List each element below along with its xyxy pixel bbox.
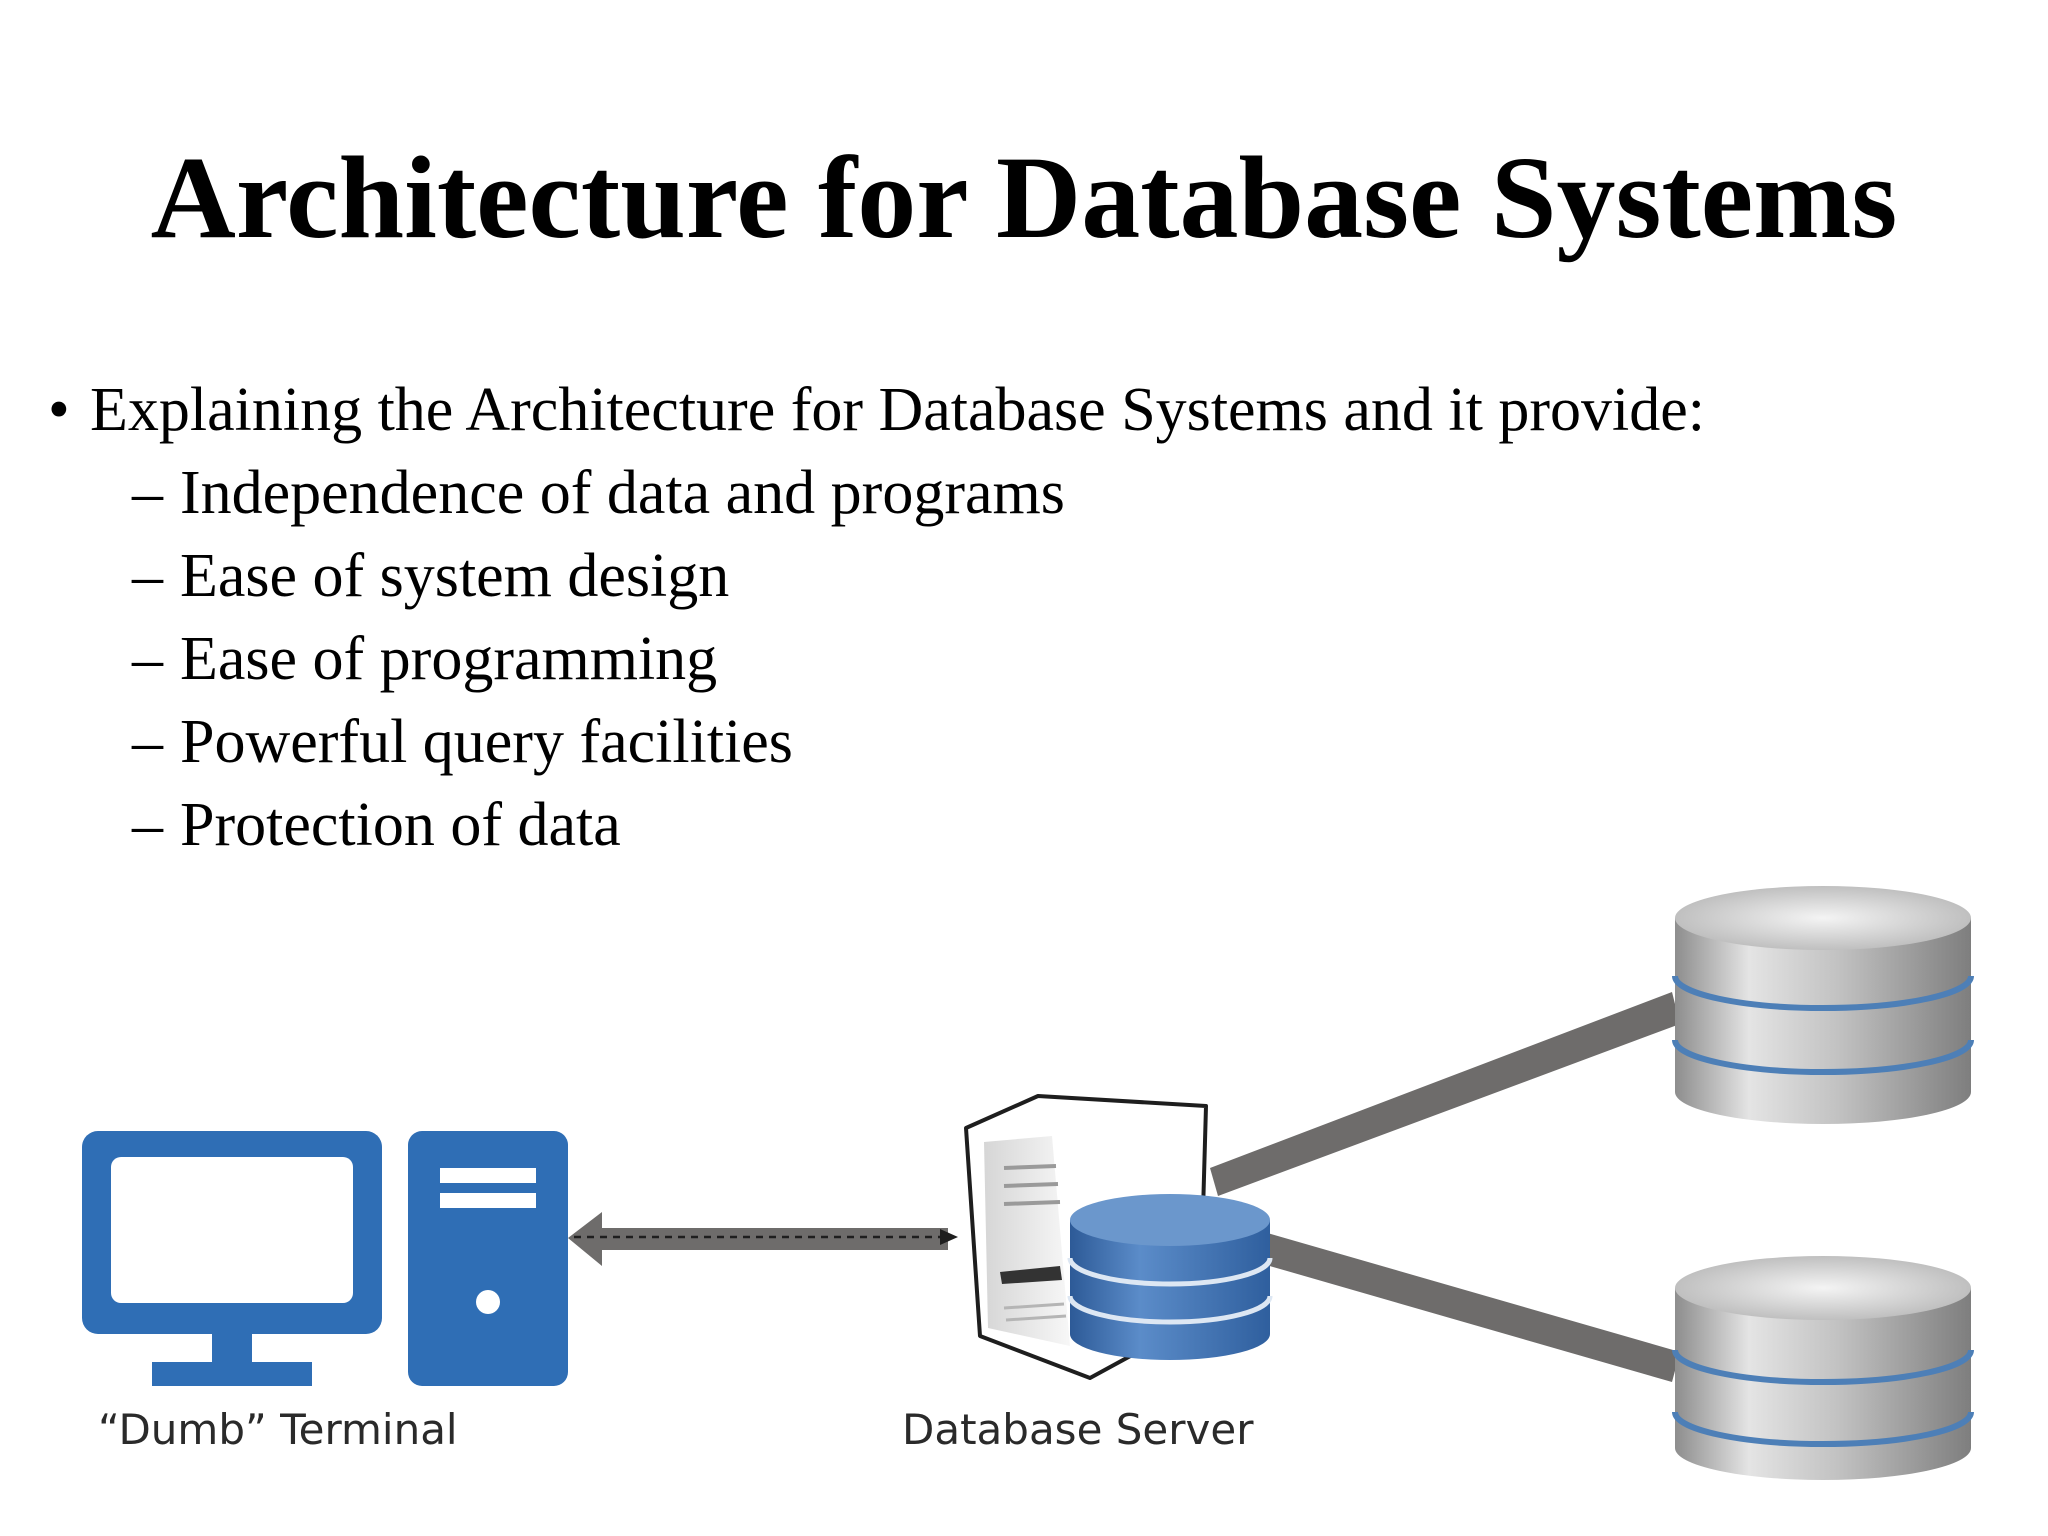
- server-label: Database Server: [902, 1405, 1254, 1454]
- sub-item-system-design: –Ease of system design: [132, 542, 730, 610]
- computer-tower-icon: [408, 1131, 568, 1386]
- main-bullet: • Explaining the Architecture for Databas…: [48, 368, 1705, 867]
- terminal-label: “Dumb” Terminal: [98, 1405, 458, 1454]
- database-icon: [1672, 1256, 1974, 1480]
- connector-to-bottom-storage: [1242, 1228, 1680, 1382]
- sub-item-protection: –Protection of data: [132, 791, 621, 859]
- sub-list: –Independence of data and programs –Ease…: [48, 452, 1705, 867]
- bullet-list: • Explaining the Architecture for Databas…: [48, 368, 1705, 867]
- main-bullet-text: Explaining the Architecture for Database…: [90, 376, 1705, 444]
- database-icon: [1067, 1194, 1273, 1360]
- sub-item-query: –Powerful query facilities: [132, 708, 793, 776]
- connector-to-top-storage: [1210, 992, 1680, 1196]
- terminal-server-link: [568, 1212, 958, 1266]
- sub-item-independence: –Independence of data and programs: [132, 459, 1065, 527]
- monitor-icon: [82, 1131, 382, 1386]
- bullet-mark: •: [48, 376, 70, 444]
- sub-item-programming: –Ease of programming: [132, 625, 718, 693]
- database-icon: [1672, 886, 1974, 1124]
- slide-title: Architecture for Database Systems: [150, 132, 1898, 263]
